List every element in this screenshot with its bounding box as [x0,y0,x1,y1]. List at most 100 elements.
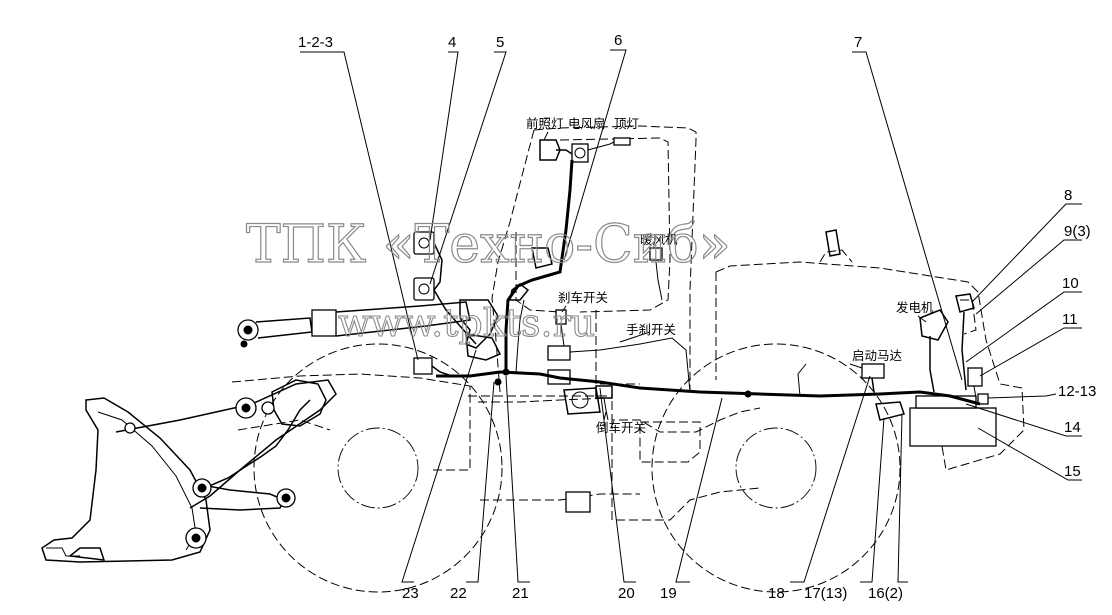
bell-crank [271,379,327,427]
harness-generator [929,336,935,393]
leader-label-brake [561,305,567,313]
battery-switch [875,401,905,421]
leader-label-handbrake [619,331,651,343]
front-frame [231,373,471,471]
label-dome-light: 顶灯 [614,116,639,131]
heater-unit [649,247,663,261]
machine-outline [231,125,1025,593]
callout-1-2-3: 1-2-3 [298,34,333,51]
harness-cab-loop [509,283,530,301]
pin-7 [191,533,201,543]
leader-22 [466,381,495,583]
pin-1 [124,422,136,434]
leader-18 [790,375,871,583]
starter-motor [861,363,885,379]
leader-label-reverse [603,411,607,421]
leader-19 [675,397,723,583]
callout-14: 14 [1064,419,1081,436]
harness-rear-lamp [961,311,967,391]
harness-to-lights [433,242,477,345]
electrical-components [413,137,997,513]
leader-9 [975,239,1082,315]
callout-22: 22 [450,585,467,602]
callout-17: 17(13) [804,585,847,602]
callout-11: 11 [1062,311,1078,328]
callout-23: 23 [402,585,419,602]
leader-label-hl [543,131,549,141]
rear-wheel-hub [735,427,817,509]
label-heater: 暖风机 [640,232,678,247]
rear-lamp-11 [967,367,983,387]
component-labels: 前照灯 电风扇 顶灯 暖风机 刹车开关 手刹开关 发电机 启动马达 倒车开关 [526,116,934,435]
cab-window [559,137,671,313]
cab-outline [533,125,697,392]
harness-front-signal [431,365,453,377]
junction-3 [502,368,510,376]
callout-18: 18 [768,585,785,602]
leader-12-13 [987,393,1057,399]
body-bottom [478,397,613,403]
cylinder-eye-pin [243,325,253,335]
pin-8 [261,401,275,415]
leader-14 [965,403,1082,437]
dome-lamp [613,137,631,146]
leader-15 [977,427,1082,481]
callout-5: 5 [496,34,504,51]
transmission-gear [563,387,601,415]
cylinder-body [335,301,471,337]
connector-block-upper [547,345,571,361]
label-reverse-switch: 倒车开关 [596,420,646,435]
harness-heater [655,261,663,301]
bucket [41,397,211,563]
battery [909,407,997,447]
callout-19: 19 [660,585,677,602]
cylinder-rod [255,317,313,339]
under-frame [480,493,640,501]
callout-4: 4 [448,34,456,51]
watermark-url: www.tpkts.ru [338,301,595,345]
cab-fan [571,143,589,163]
callout-7: 7 [854,34,862,51]
callout-8: 8 [1064,187,1072,204]
leader-5 [429,51,507,285]
callout-labels: 1-2-3 4 5 6 7 8 9(3) 10 11 12-13 14 15 1… [298,32,1096,602]
leader-7 [852,51,963,381]
harness-branch-1 [797,363,807,397]
callout-6: 6 [614,32,622,49]
pin-10 [241,403,251,413]
wiring-harness [431,141,981,421]
tilt-cylinder [237,301,471,348]
generator-body [919,309,949,341]
dash-console [465,333,502,361]
watermark: ТПК «Техно-Сиб» www.tpkts.ru [245,214,731,345]
cab-front [491,129,535,393]
front-signal-lamp [413,357,433,375]
harness-brake [560,323,565,347]
label-hand-brake-switch: 手刹开关 [626,322,676,337]
leader-label-generator [917,315,927,323]
harness-reverse [603,397,609,421]
front-wheel-hub [337,427,419,509]
callout-10: 10 [1062,275,1079,292]
fan-hub [574,147,586,159]
rear-bracket [960,299,977,335]
front-wheel [253,343,503,593]
cylinder-barrel [311,309,337,337]
leader-11 [979,327,1082,377]
lift-arm-lower [199,399,311,491]
leader-1-2-3 [300,51,419,361]
junction-1 [494,378,502,386]
leader-21 [505,375,530,583]
bucket-inner [97,411,197,551]
leader-23 [401,349,477,583]
harness-fender [515,299,525,373]
wiper-motor [531,247,553,269]
lift-arm-upper [115,379,337,509]
leader-6 [563,49,627,261]
main-harness [436,370,981,406]
pin-5 [281,493,291,503]
light-lens-2 [418,283,430,295]
harness-starter [871,377,875,393]
callout-20: 20 [618,585,635,602]
callout-15: 15 [1064,463,1081,480]
